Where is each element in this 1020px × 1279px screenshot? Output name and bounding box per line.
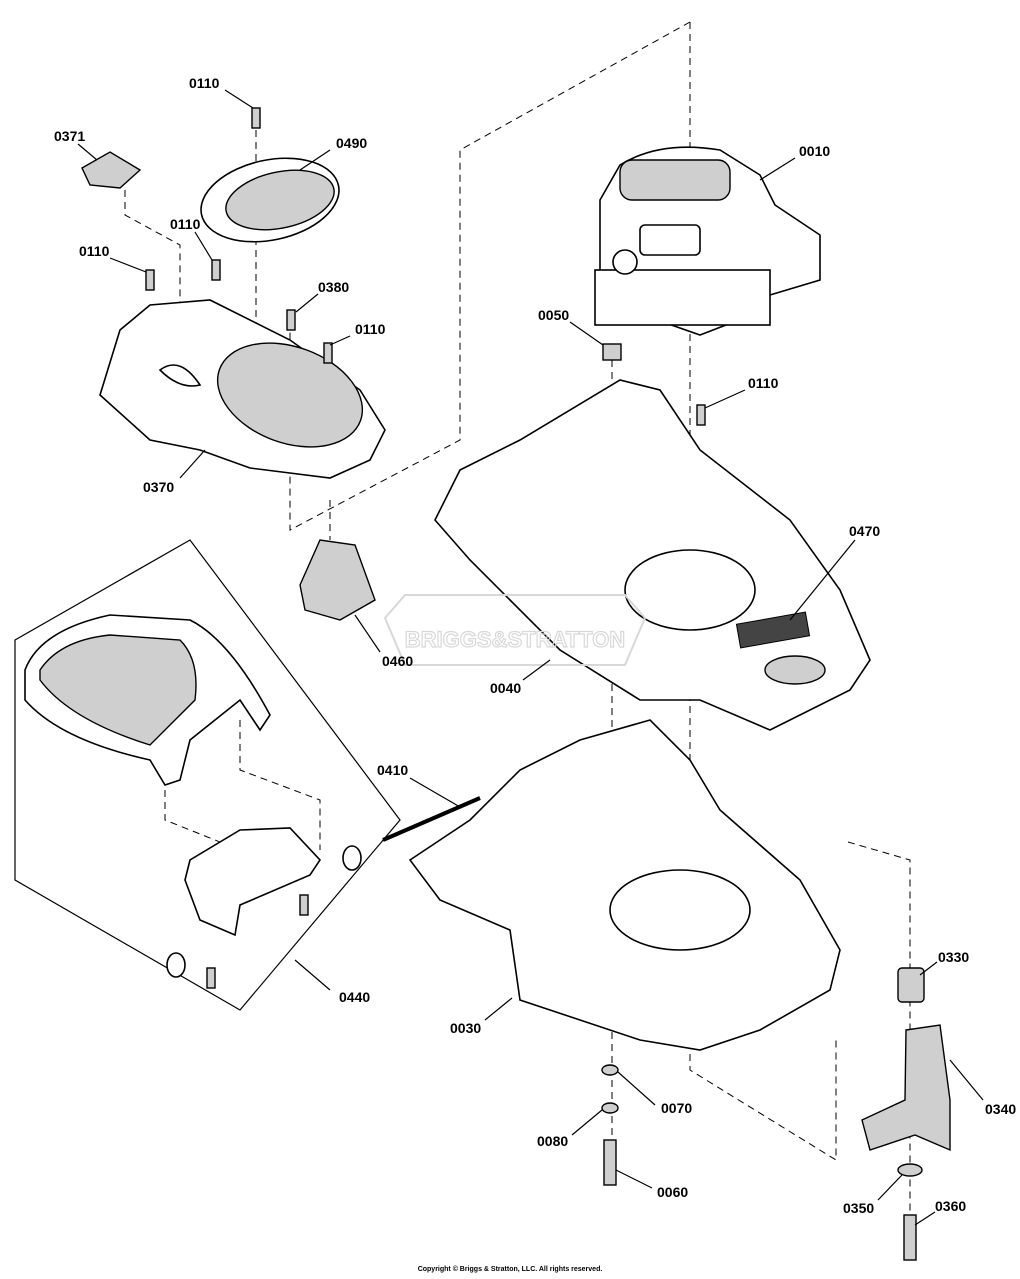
label-0010[interactable]: 0010 — [799, 143, 830, 159]
rod-0410[interactable] — [382, 796, 481, 842]
label-0060[interactable]: 0060 — [657, 1184, 688, 1200]
engine-0010[interactable] — [594, 146, 821, 336]
latch-0460[interactable] — [299, 539, 376, 621]
label-0470[interactable]: 0470 — [849, 523, 880, 539]
label-0460[interactable]: 0460 — [382, 653, 413, 669]
leader-lines — [77, 89, 984, 1226]
label-0350[interactable]: 0350 — [843, 1200, 874, 1216]
label-0110[interactable]: 0110 — [189, 75, 220, 91]
label-0440[interactable]: 0440 — [339, 989, 370, 1005]
svg-text:BRIGGS&STRATTON: BRIGGS&STRATTON — [405, 627, 625, 652]
door-0440-shell[interactable] — [24, 614, 271, 786]
label-0370[interactable]: 0370 — [143, 479, 174, 495]
label-0490[interactable]: 0490 — [336, 135, 367, 151]
label-0030[interactable]: 0030 — [450, 1020, 481, 1036]
label-0380[interactable]: 0380 — [318, 279, 349, 295]
copyright-notice: Copyright © Briggs & Stratton, LLC. All … — [417, 1266, 603, 1273]
hardware[interactable] — [145, 107, 923, 1261]
adapter-0330[interactable] — [897, 967, 925, 1003]
part-labels: 0110 0490 0371 0110 0110 0380 0110 0370 … — [54, 75, 1016, 1216]
label-0110[interactable]: 0110 — [170, 216, 201, 232]
label-0070[interactable]: 0070 — [661, 1100, 692, 1116]
label-0110[interactable]: 0110 — [355, 321, 386, 337]
brand-watermark: BRIGGS&STRATTON — [383, 594, 647, 666]
housing-0040[interactable] — [434, 379, 871, 731]
door-bracket[interactable] — [184, 827, 322, 937]
label-0110[interactable]: 0110 — [748, 375, 779, 391]
label-0360[interactable]: 0360 — [935, 1198, 966, 1214]
label-0410[interactable]: 0410 — [377, 762, 408, 778]
label-0110[interactable]: 0110 — [79, 243, 110, 259]
deck-0030[interactable] — [408, 719, 841, 1051]
blade-0340[interactable] — [861, 1024, 951, 1152]
label-0340[interactable]: 0340 — [985, 1101, 1016, 1117]
cover-0490[interactable] — [193, 146, 347, 253]
door-kit-frame — [14, 539, 401, 1011]
springs[interactable] — [166, 845, 362, 978]
label-0050[interactable]: 0050 — [538, 307, 569, 323]
label-0330[interactable]: 0330 — [938, 949, 969, 965]
label-0080[interactable]: 0080 — [537, 1133, 568, 1149]
cap-0371[interactable] — [81, 151, 142, 189]
label-0040[interactable]: 0040 — [490, 680, 521, 696]
shroud-0370[interactable] — [99, 299, 386, 479]
label-0371[interactable]: 0371 — [54, 128, 85, 144]
